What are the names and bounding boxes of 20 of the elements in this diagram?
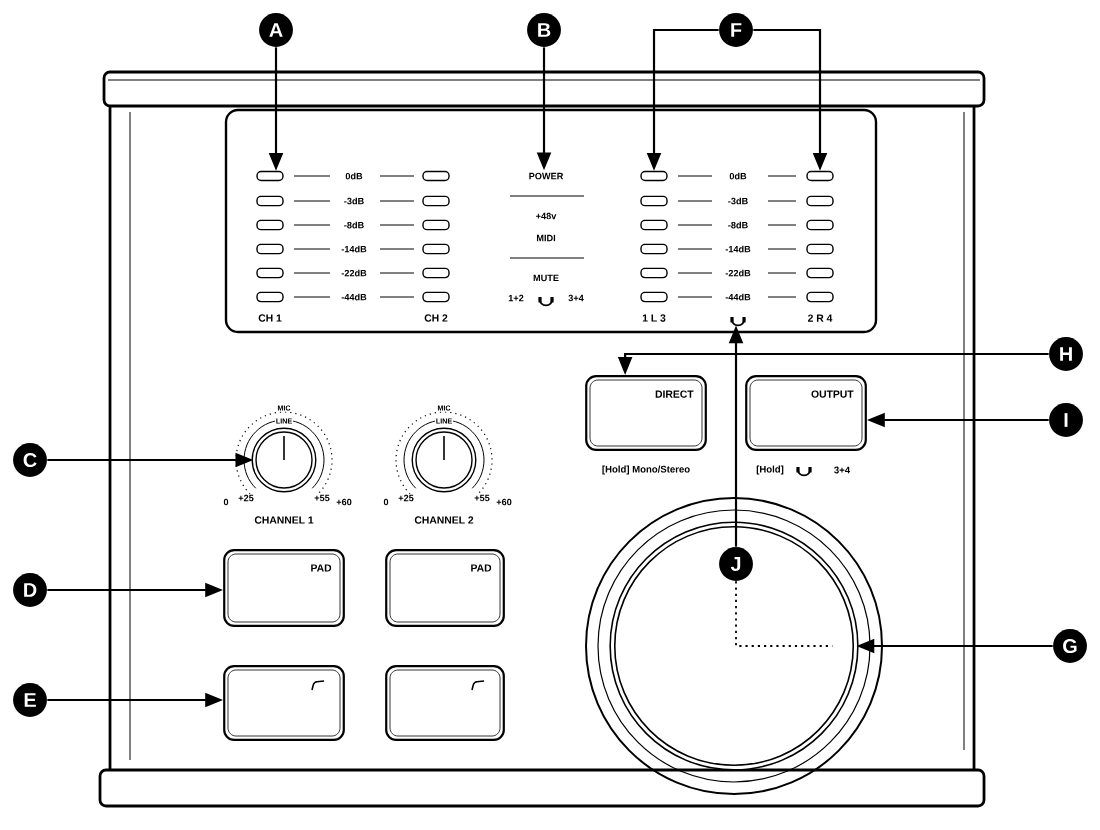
push-button [385, 665, 505, 741]
callout-letter: J [719, 547, 753, 581]
callout-letter: A [259, 13, 293, 47]
callout-letter: E [13, 683, 47, 717]
callout-letter: D [13, 573, 47, 607]
callout-letter: F [719, 13, 753, 47]
callout-letter: G [1053, 629, 1087, 663]
volume-knob [609, 521, 859, 771]
gain-knob [251, 427, 317, 493]
leader-line [735, 580, 834, 647]
gain-knob [411, 427, 477, 493]
callout-letter: H [1049, 337, 1083, 371]
led-indicator [806, 170, 834, 182]
led-indicator [256, 170, 284, 182]
headphones-icon [730, 317, 746, 327]
callout-letter: B [527, 13, 561, 47]
callout-letter: I [1049, 403, 1083, 437]
led-indicator [640, 170, 668, 182]
callout-letter: C [13, 443, 47, 477]
push-button [223, 665, 345, 741]
